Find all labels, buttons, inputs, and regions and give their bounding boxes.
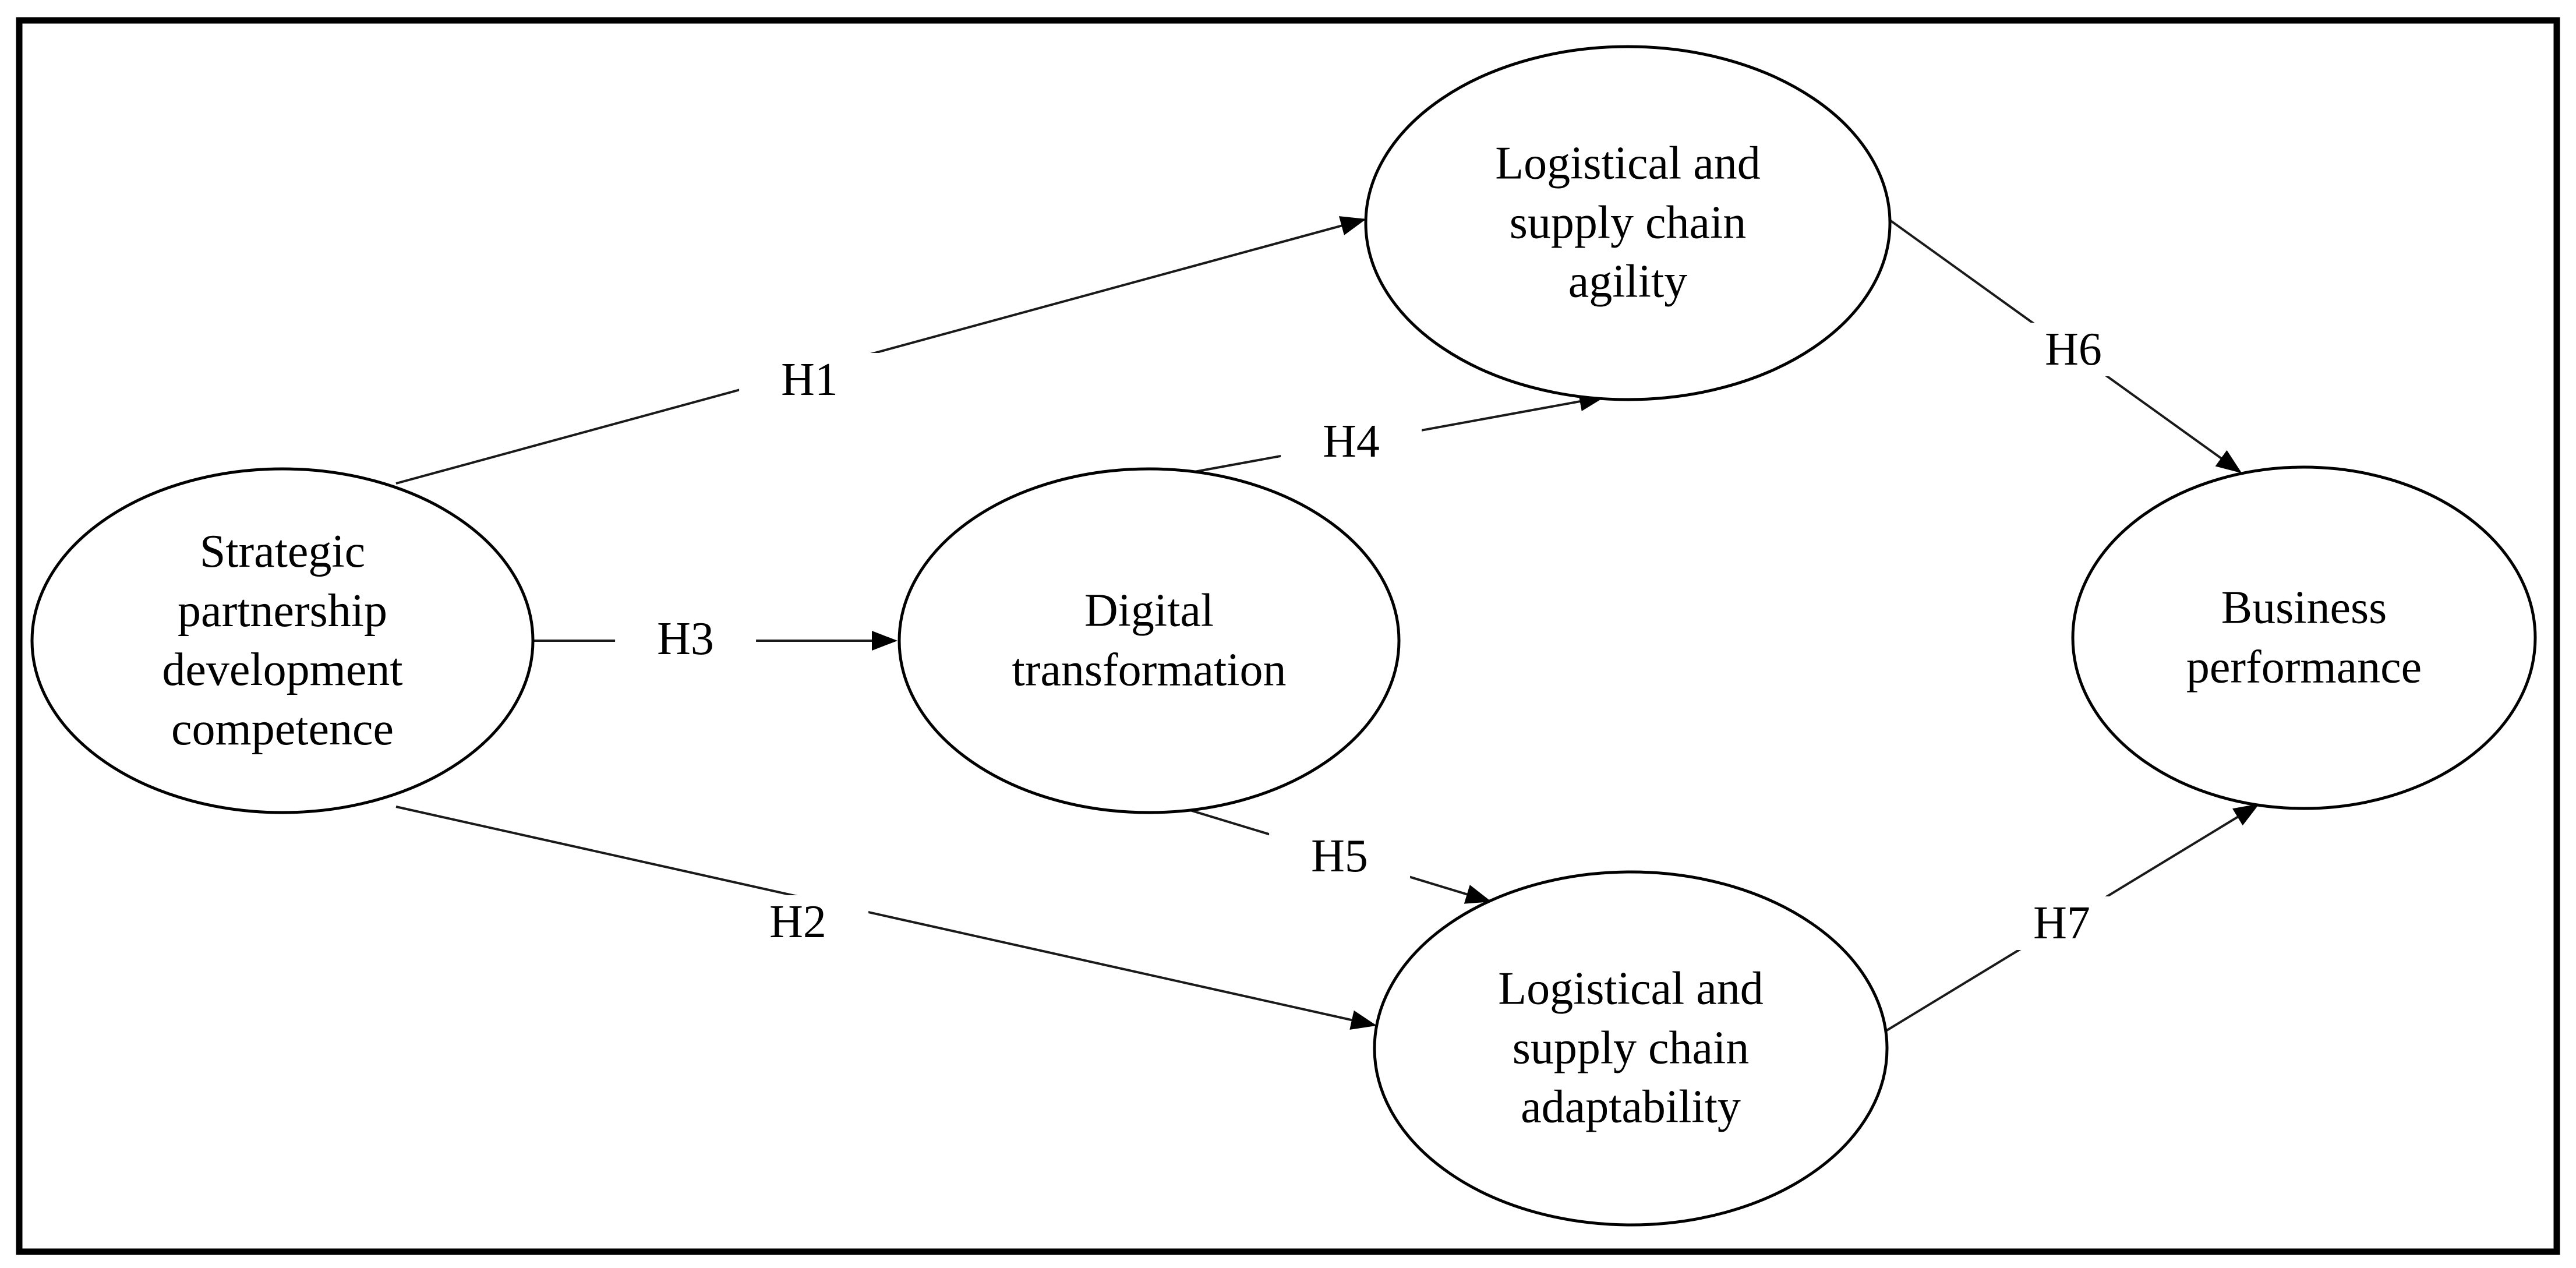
node-label-line: competence [171, 703, 394, 755]
arrow-h1 [395, 216, 1366, 485]
node-ellipse-strategic-partnership [30, 467, 535, 814]
arrow-h2 [395, 806, 1377, 1030]
node-ellipse-digital-transformation [897, 467, 1401, 814]
node-label-supply-chain-adaptability: Logistical and supply chain adaptability [1498, 960, 1763, 1138]
node-label-line: partnership [178, 585, 387, 637]
node-label-line: transformation [1012, 644, 1287, 695]
node-ellipse-supply-chain-adaptability [1373, 870, 1889, 1227]
node-ellipse-business-performance [2071, 465, 2537, 810]
node-label-line: Strategic [199, 525, 366, 577]
node-label-line: agility [1568, 256, 1688, 308]
node-label-line: Logistical and [1495, 137, 1761, 189]
node-label-digital-transformation: Digital transformation [1012, 581, 1287, 700]
node-label-line: Digital [1084, 585, 1214, 637]
hypothesis-label-h4: H4 [1281, 415, 1422, 468]
hypothesis-label-h6: H6 [2003, 323, 2144, 376]
node-label-supply-chain-agility: Logistical and supply chain agility [1495, 135, 1760, 312]
node-label-line: Logistical and [1498, 963, 1764, 1015]
node-label-line: adaptability [1521, 1081, 1741, 1133]
node-label-line: Business [2221, 582, 2387, 634]
figure-border [16, 17, 2560, 1255]
node-label-business-performance: Business performance [2186, 578, 2422, 697]
hypothesis-label-h7: H7 [1991, 896, 2132, 950]
node-label-line: development [162, 644, 403, 695]
node-label-line: supply chain [1509, 197, 1747, 249]
node-label-line: supply chain [1512, 1022, 1750, 1074]
hypothesis-label-h5: H5 [1269, 829, 1410, 883]
hypothesis-label-h3: H3 [615, 612, 756, 666]
node-label-strategic-partnership: Strategic partnership development compet… [162, 522, 402, 759]
hypothesis-label-h1: H1 [739, 353, 880, 407]
node-ellipse-supply-chain-agility [1364, 45, 1892, 401]
hypothesis-label-h2: H2 [727, 895, 868, 949]
node-label-line: performance [2186, 641, 2422, 693]
